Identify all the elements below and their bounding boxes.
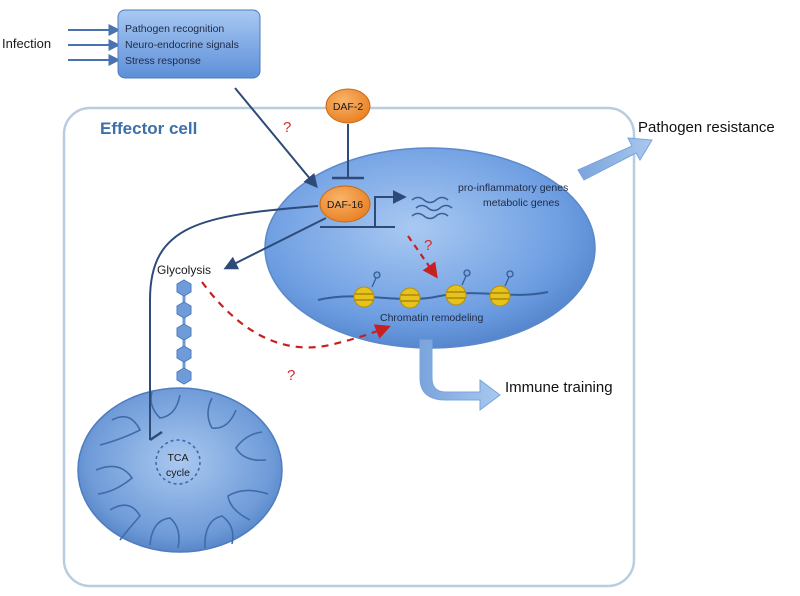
nucleosome bbox=[353, 286, 375, 308]
signal-to-daf16-arrow bbox=[234, 87, 318, 189]
immune-training-arrow bbox=[419, 339, 501, 411]
metabolic-genes-label: metabolic genes bbox=[483, 197, 559, 209]
pathogen-resistance-label: Pathogen resistance bbox=[638, 119, 775, 136]
signal-line-neuro-endocrine: Neuro-endocrine signals bbox=[125, 39, 239, 51]
input-arrows bbox=[68, 24, 121, 66]
glycolysis-beads bbox=[176, 279, 192, 385]
question-mark-1: ? bbox=[283, 119, 291, 136]
signal-box: Pathogen recognition Neuro-endocrine sig… bbox=[117, 9, 261, 79]
signal-line-stress-response: Stress response bbox=[125, 55, 201, 67]
nucleosomes bbox=[353, 284, 511, 309]
daf2-node bbox=[325, 88, 371, 124]
genes-to-chromatin-dashed-arrow bbox=[407, 235, 438, 279]
transcription-arrow bbox=[374, 190, 407, 227]
tca-inhibition-bar bbox=[149, 430, 163, 442]
tca-cycle-ring bbox=[155, 439, 201, 485]
tca-label: TCA bbox=[168, 452, 189, 464]
cristae bbox=[95, 391, 269, 549]
mitochondrion bbox=[77, 387, 283, 553]
infection-label: Infection bbox=[2, 36, 51, 51]
daf16-to-tca-inhibition-line bbox=[149, 205, 319, 440]
daf16-node bbox=[319, 185, 371, 223]
nucleosome bbox=[399, 287, 421, 309]
tca-cycle-label: cycle bbox=[166, 467, 190, 479]
chromatin-remodeling-label: Chromatin remodeling bbox=[380, 312, 483, 324]
histone-marks bbox=[371, 269, 514, 288]
immune-training-label: Immune training bbox=[505, 379, 613, 396]
glycolysis-label: Glycolysis bbox=[157, 263, 211, 277]
nucleosome bbox=[445, 284, 467, 306]
pathogen-resistance-arrow bbox=[577, 137, 653, 181]
pro-inflammatory-genes-label: pro-inflammatory genes bbox=[458, 182, 568, 194]
question-mark-2: ? bbox=[424, 237, 432, 254]
question-mark-3: ? bbox=[287, 367, 295, 384]
glycolysis-to-chromatin-dashed-arrow bbox=[201, 281, 391, 349]
mrna-squiggles bbox=[411, 196, 453, 220]
daf2-label: DAF-2 bbox=[333, 101, 363, 113]
signal-line-pathogen-recognition: Pathogen recognition bbox=[125, 23, 224, 35]
nucleosome bbox=[489, 285, 511, 307]
effector-cell-title: Effector cell bbox=[100, 119, 197, 138]
daf16-to-glycolysis-arrow bbox=[223, 217, 327, 270]
daf16-label: DAF-16 bbox=[327, 199, 363, 211]
